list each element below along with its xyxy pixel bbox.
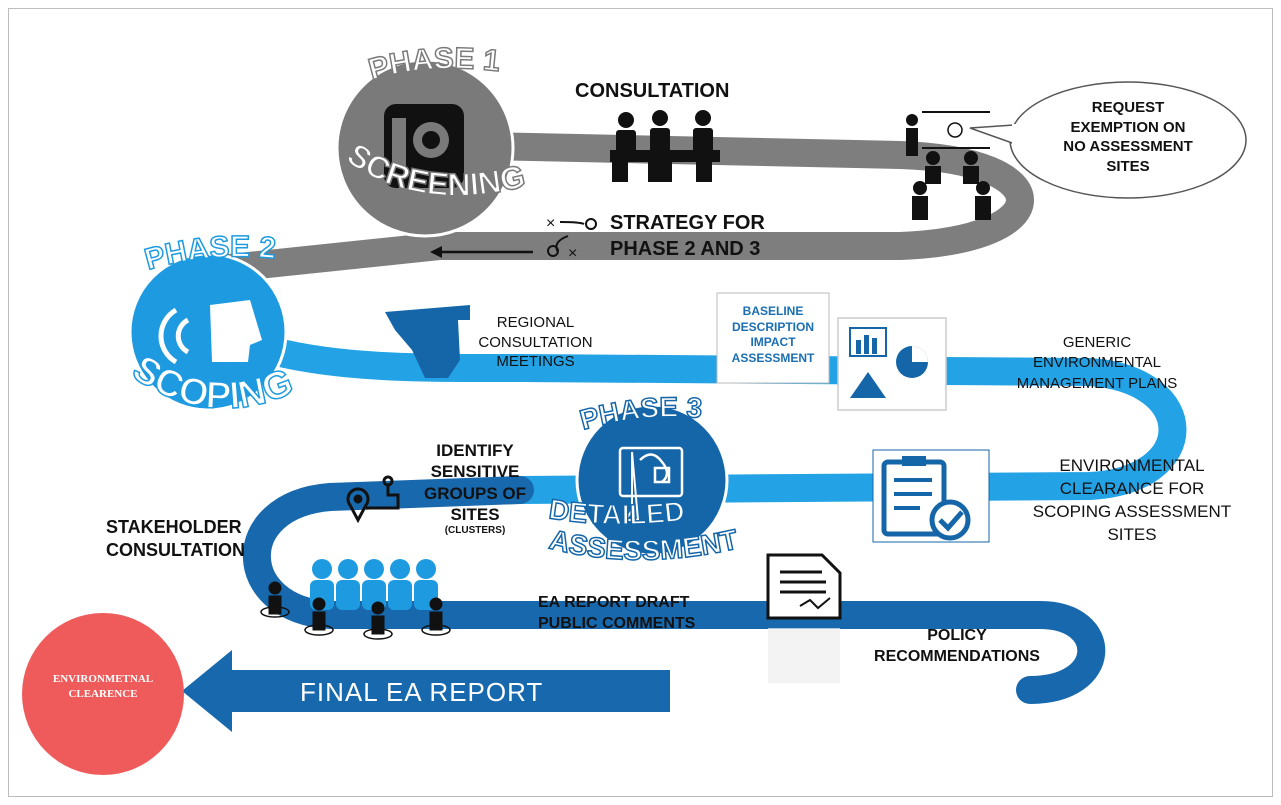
clusters-label: (CLUSTERS) xyxy=(444,525,506,536)
screening-icon xyxy=(384,104,464,188)
strategy-label: STRATEGY FOR PHASE 2 AND 3 xyxy=(610,212,765,260)
svg-text:×: × xyxy=(546,215,555,232)
clearance-checklist-icon xyxy=(872,449,990,543)
voice-icon xyxy=(158,300,262,365)
final-arrow-head xyxy=(182,650,232,732)
location-icon xyxy=(346,475,400,524)
phase2-circle xyxy=(128,252,288,412)
strategy-icon: × × xyxy=(546,215,597,262)
clearance-circle xyxy=(22,613,184,775)
meeting-icon xyxy=(610,110,720,182)
consultation-label: CONSULTATION xyxy=(575,80,730,102)
stakeholder-group-icon xyxy=(310,559,438,610)
baseline-doc xyxy=(716,292,830,384)
final-arrow-body xyxy=(230,670,670,712)
stakeholder-persons-icon xyxy=(260,581,451,640)
identify-sensitive-label: IDENTIFY SENSITIVE GROUPS OF SITES (CLUS… xyxy=(400,440,550,538)
baseline-label: BASELINE DESCRIPTION IMPACT ASSESSMENT xyxy=(731,304,815,365)
policy-label: POLICY RECOMMENDATIONS xyxy=(874,627,1040,665)
phase3-circle xyxy=(575,403,729,557)
phase1-road xyxy=(426,131,1034,260)
detailed-label: DETAILED xyxy=(547,493,686,530)
planning-icon xyxy=(618,446,684,521)
ea-report-draft-label: EA REPORT DRAFT PUBLIC COMMENTS xyxy=(538,594,696,632)
environmental-clearance-scoping-label: ENVIRONMENTAL CLEARANCE FOR SCOPING ASSE… xyxy=(1032,456,1232,544)
stakeholder-label: STAKEHOLDER CONSULTATION xyxy=(106,517,245,561)
request-exemption-label: REQUEST EXEMPTION ON NO ASSESSMENT SITES xyxy=(1063,99,1193,175)
svg-text:×: × xyxy=(568,245,577,262)
regional-consultation-label: REGIONAL CONSULTATION MEETINGS xyxy=(478,314,593,370)
ea-report-doc-icon xyxy=(766,553,842,683)
phase2-road xyxy=(196,316,1187,504)
assessment-label: ASSESSMENT xyxy=(547,524,741,566)
report-chart-icon xyxy=(837,317,947,411)
final-report-label: FINAL EA REPORT xyxy=(300,677,544,707)
presentation-icon xyxy=(906,111,991,220)
clearance-circle-label: ENVIRONMETNAL CLEARENCE xyxy=(52,673,154,700)
generic-emp-label: GENERIC ENVIRONMENTAL MANAGEMENT PLANS xyxy=(1016,334,1178,392)
map-icon xyxy=(385,305,470,378)
